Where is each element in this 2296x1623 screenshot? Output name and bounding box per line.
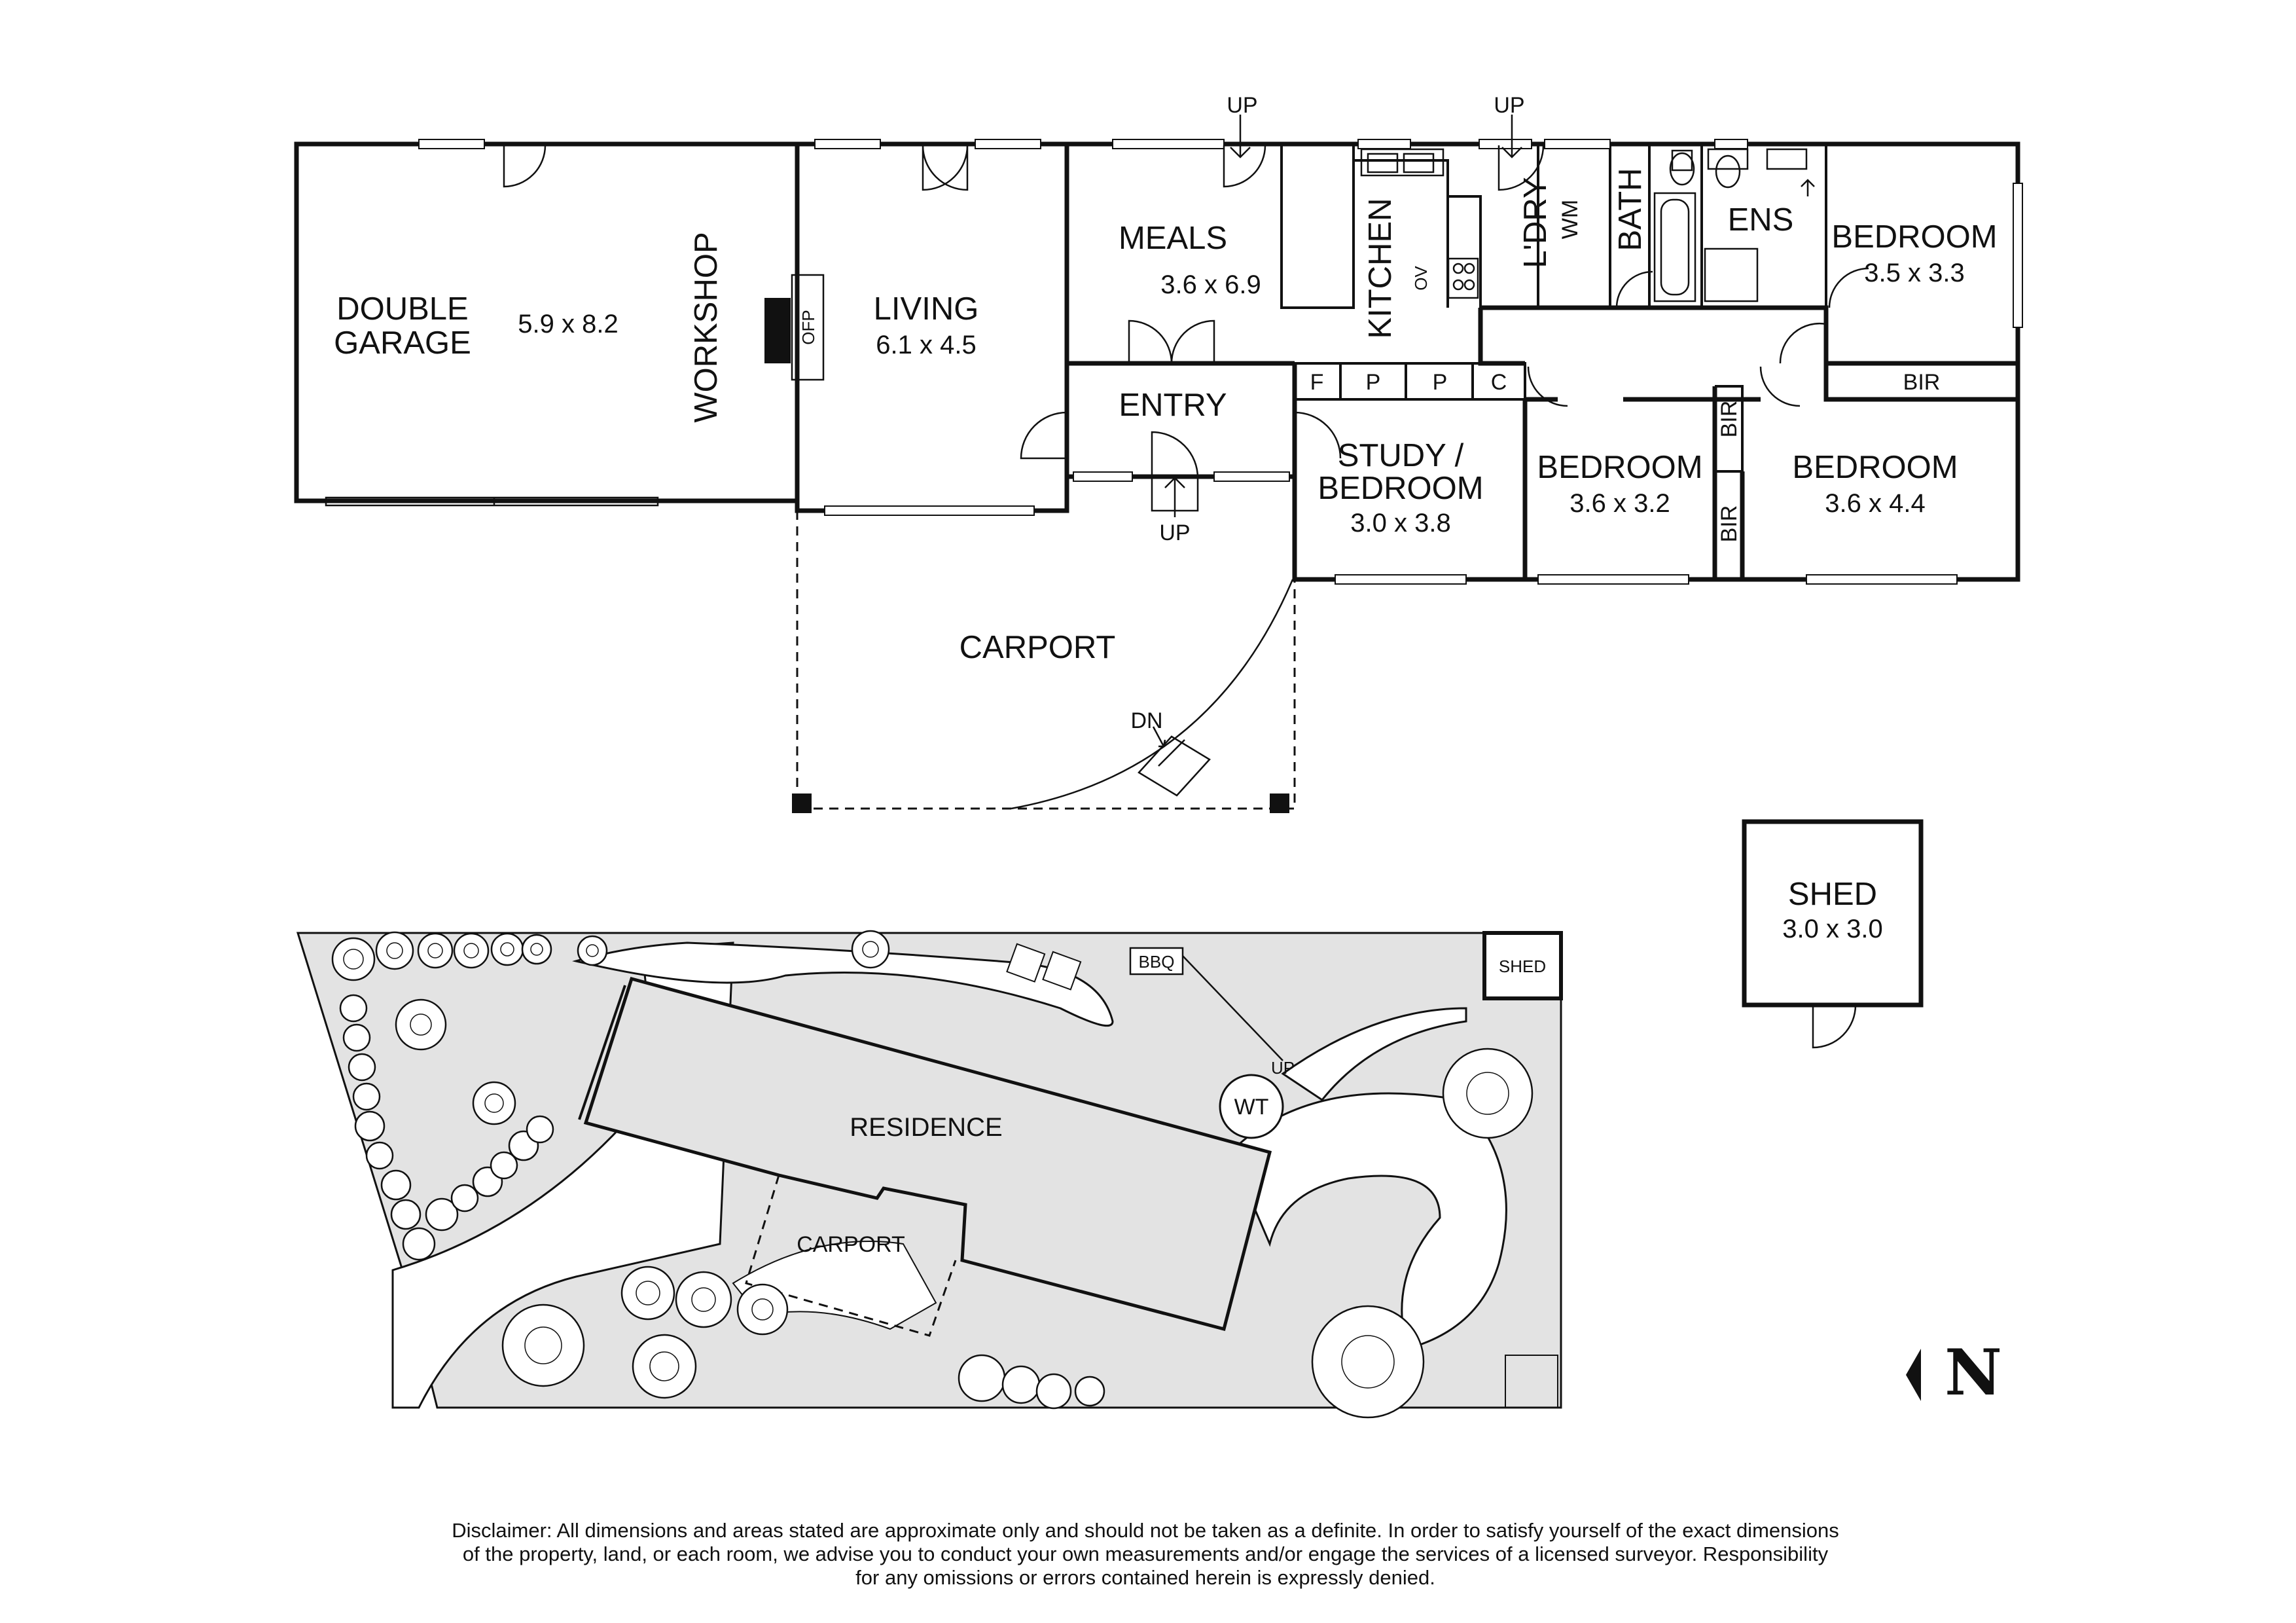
shed-label: SHED — [1788, 877, 1877, 912]
study-label-line2: BEDROOM — [1318, 471, 1483, 506]
ofp-label: OFP — [798, 310, 818, 344]
shed-dimensions: 3.0 x 3.0 — [1782, 915, 1882, 943]
oven-label: OV — [1411, 266, 1431, 291]
down-label: DN — [1130, 708, 1162, 733]
bedroom2-label: BEDROOM — [1537, 450, 1702, 485]
study-label-line1: STUDY / — [1338, 438, 1464, 473]
fridge-label: F — [1310, 370, 1324, 395]
doors — [503, 145, 1869, 512]
residence-label: RESIDENCE — [850, 1113, 1002, 1142]
pantry2-label: P — [1433, 370, 1448, 395]
site-plan — [296, 930, 1563, 1419]
washing-machine-label: WM — [1558, 200, 1583, 239]
north-letter: N — [1945, 1336, 2002, 1410]
kitchen-label: KITCHEN — [1363, 198, 1398, 338]
living-label: LIVING — [874, 291, 979, 327]
trees — [331, 930, 1534, 1419]
bath-label: BATH — [1613, 168, 1648, 251]
up-entry-label: UP — [1159, 520, 1190, 545]
meals-label: MEALS — [1119, 221, 1227, 256]
entry-label: ENTRY — [1119, 388, 1227, 423]
bbq-label: BBQ — [1139, 952, 1175, 972]
bir-top-label: BIR — [1903, 370, 1941, 395]
laundry-label: L'DRY — [1518, 177, 1553, 268]
bir-vertical1-label: BIR — [1717, 401, 1742, 438]
stair-arrows — [1152, 115, 1815, 748]
bedroom3-label: BEDROOM — [1792, 450, 1958, 485]
shed-floor-plan — [1742, 819, 1924, 1049]
disclaimer: Disclaimer: All dimensions and areas sta… — [262, 1519, 2029, 1590]
bedroom2-dimensions: 3.6 x 3.2 — [1570, 489, 1670, 518]
windows — [418, 139, 2023, 585]
up-laundry-label: UP — [1494, 93, 1524, 118]
carport-structure — [792, 511, 1296, 813]
north-arrow-icon — [1906, 1349, 1921, 1401]
bedroom1-dimensions: 3.5 x 3.3 — [1864, 259, 1964, 287]
disclaimer-line2: of the property, land, or each room, we … — [462, 1542, 1829, 1565]
garage-dimensions: 5.9 x 8.2 — [518, 310, 618, 338]
site-shed-label: SHED — [1499, 957, 1546, 976]
compass: N — [1906, 1336, 2002, 1410]
carport-label: CARPORT — [960, 630, 1116, 665]
bedroom1-label: BEDROOM — [1831, 219, 1997, 255]
garage-label-line1: DOUBLE — [336, 291, 469, 327]
up-meals-label: UP — [1227, 93, 1257, 118]
disclaimer-line1: Disclaimer: All dimensions and areas sta… — [452, 1519, 1839, 1542]
fixtures — [764, 148, 1808, 381]
living-dimensions: 6.1 x 4.5 — [876, 331, 976, 359]
cupboard-label: C — [1491, 370, 1507, 395]
bir-vertical2-label: BIR — [1717, 505, 1742, 543]
garage-label-line2: GARAGE — [334, 325, 471, 361]
meals-dimensions: 3.6 x 6.9 — [1160, 270, 1261, 299]
site-carport-label: CARPORT — [797, 1232, 905, 1257]
workshop-label: WORKSHOP — [689, 232, 724, 422]
disclaimer-line3: for any omissions or errors contained he… — [855, 1566, 1435, 1589]
bedroom3-dimensions: 3.6 x 4.4 — [1825, 489, 1925, 518]
ensuite-label: ENS — [1728, 202, 1794, 238]
site-up-label: UP — [1271, 1058, 1295, 1078]
study-dimensions: 3.0 x 3.8 — [1350, 509, 1450, 538]
water-tank-label: WT — [1234, 1095, 1269, 1120]
pantry1-label: P — [1366, 370, 1381, 395]
